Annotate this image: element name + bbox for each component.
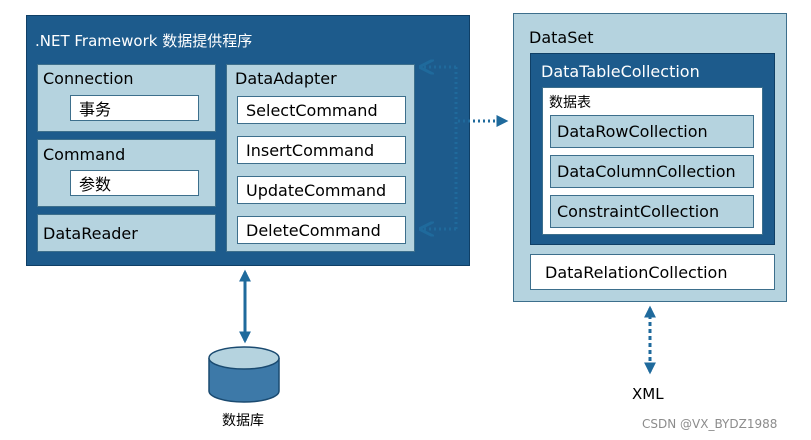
- dataadapter-box: DataAdapter SelectCommand InsertCommand …: [226, 64, 415, 252]
- delete-command-label: DeleteCommand: [246, 220, 381, 240]
- row-collection-box: DataRowCollection: [550, 115, 754, 148]
- connection-box: Connection 事务: [37, 64, 216, 132]
- update-command-label: UpdateCommand: [246, 180, 387, 200]
- parameters-box: 参数: [70, 170, 199, 196]
- database-label: 数据库: [222, 413, 264, 429]
- command-label: Command: [43, 145, 126, 164]
- delete-command-box: DeleteCommand: [237, 216, 406, 244]
- column-collection-box: DataColumnCollection: [550, 155, 754, 188]
- datatable-title: 数据表: [549, 95, 591, 111]
- relation-collection-box: DataRelationCollection: [530, 254, 775, 290]
- xml-label: XML: [632, 385, 664, 403]
- constraint-collection-label: ConstraintCollection: [557, 202, 720, 221]
- datareader-box: DataReader: [37, 214, 216, 252]
- dataset-title: DataSet: [529, 28, 594, 47]
- dataadapter-label: DataAdapter: [235, 69, 337, 88]
- select-command-box: SelectCommand: [237, 96, 406, 124]
- database-cylinder-icon: [208, 346, 280, 403]
- parameters-label: 参数: [79, 175, 112, 194]
- insert-command-label: InsertCommand: [246, 140, 375, 160]
- insert-command-box: InsertCommand: [237, 136, 406, 164]
- datatable-collection-title: DataTableCollection: [541, 62, 700, 81]
- connection-label: Connection: [43, 69, 134, 88]
- datareader-label: DataReader: [43, 224, 138, 243]
- column-collection-label: DataColumnCollection: [557, 162, 736, 181]
- transaction-label: 事务: [79, 100, 112, 119]
- update-command-box: UpdateCommand: [237, 176, 406, 204]
- datatable-box: 数据表 DataRowCollection DataColumnCollecti…: [542, 87, 763, 235]
- watermark: CSDN @VX_BYDZ1988: [642, 417, 778, 431]
- transaction-box: 事务: [70, 95, 199, 121]
- command-box: Command 参数: [37, 139, 216, 207]
- select-command-label: SelectCommand: [246, 100, 378, 120]
- framework-provider-title: .NET Framework 数据提供程序: [35, 32, 253, 50]
- row-collection-label: DataRowCollection: [557, 122, 708, 141]
- relation-collection-label: DataRelationCollection: [545, 262, 728, 282]
- constraint-collection-box: ConstraintCollection: [550, 195, 754, 228]
- adapter-dataset-arrow: [422, 67, 509, 229]
